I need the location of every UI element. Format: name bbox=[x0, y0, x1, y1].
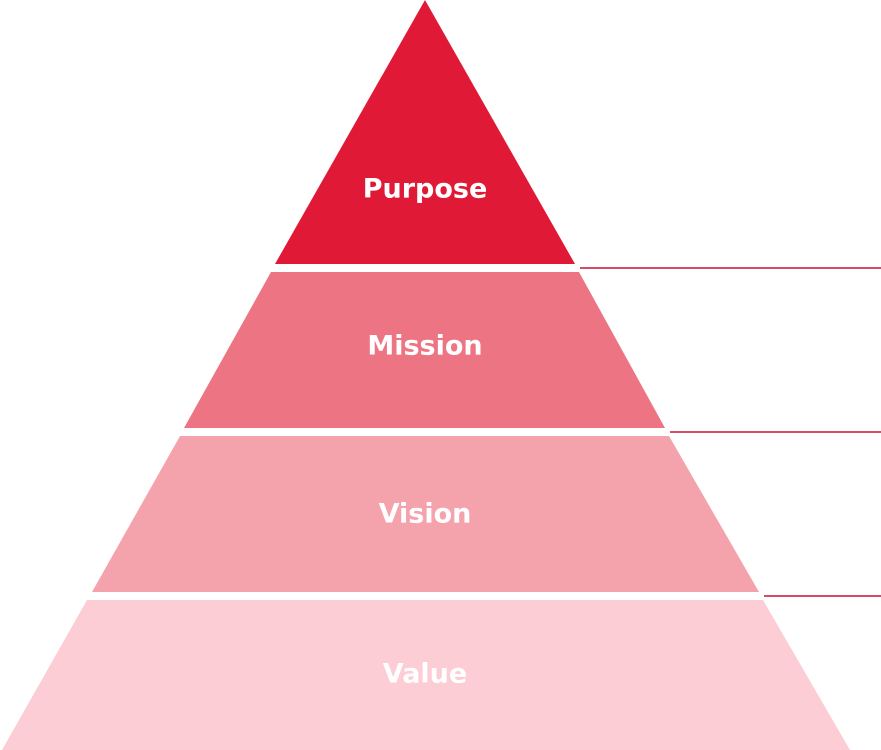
tier-label-purpose: Purpose bbox=[363, 174, 488, 205]
tier-mission bbox=[184, 272, 665, 428]
tier-label-vision: Vision bbox=[379, 499, 472, 530]
tier-purpose bbox=[275, 0, 575, 264]
tier-vision bbox=[92, 436, 759, 592]
tier-label-mission: Mission bbox=[367, 331, 482, 362]
tier-label-value: Value bbox=[383, 659, 467, 690]
tier-value bbox=[2, 600, 850, 750]
